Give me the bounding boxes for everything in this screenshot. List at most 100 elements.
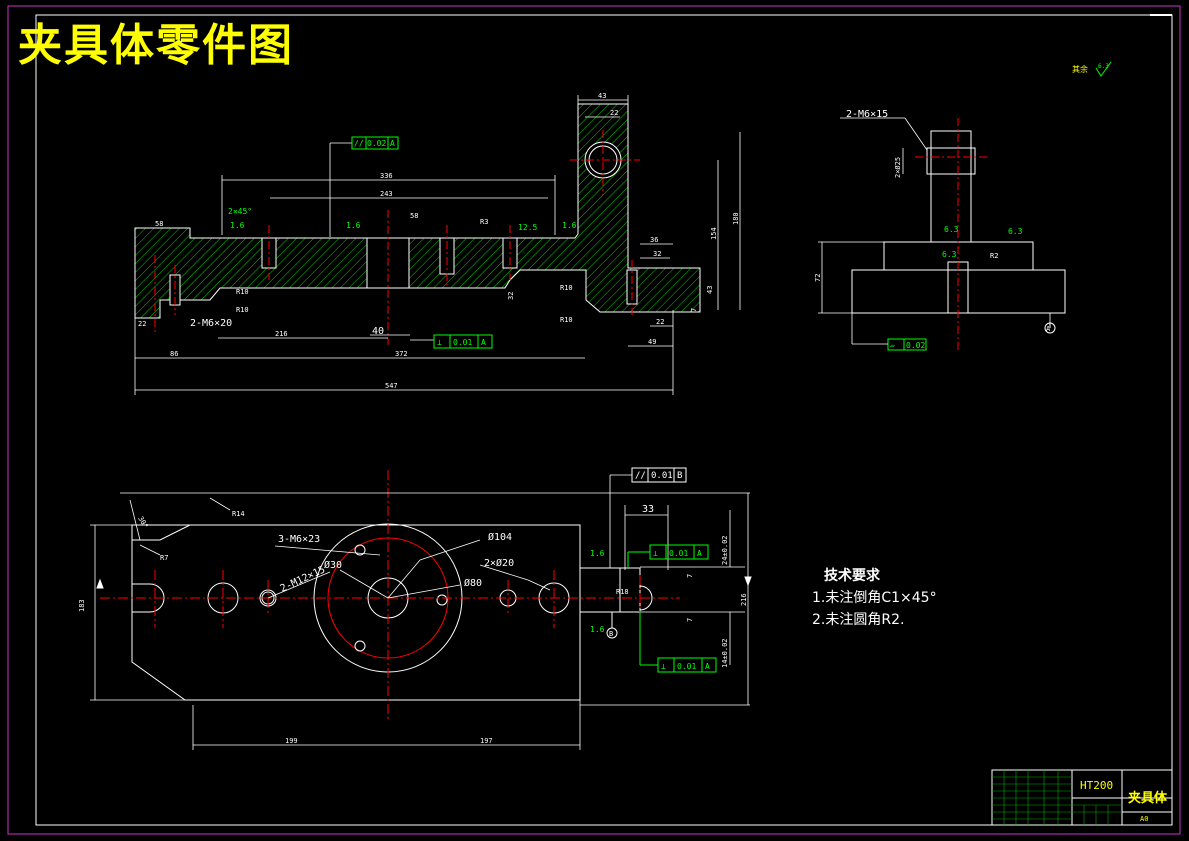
svg-text:⊥: ⊥ — [653, 549, 658, 558]
svg-text:▱: ▱ — [890, 341, 895, 350]
svg-text:49: 49 — [648, 338, 656, 346]
svg-text:A0: A0 — [1140, 815, 1148, 823]
svg-text:24±0.02: 24±0.02 — [721, 535, 729, 565]
svg-text:A: A — [697, 549, 702, 558]
title-block: HT200 夹具体 A0 — [991, 769, 1173, 826]
svg-text:R10: R10 — [236, 288, 249, 296]
svg-text:0.01: 0.01 — [453, 338, 472, 347]
svg-text:216: 216 — [275, 330, 288, 338]
svg-text:1.未注倒角C1×45°: 1.未注倒角C1×45° — [812, 590, 937, 606]
outer-border — [7, 5, 1181, 835]
svg-text:0.02: 0.02 — [906, 341, 925, 350]
svg-text:6.3: 6.3 — [1098, 63, 1109, 70]
svg-text:7: 7 — [690, 308, 698, 312]
svg-text:43: 43 — [706, 286, 714, 294]
svg-text:1.6: 1.6 — [590, 549, 605, 558]
svg-text:R14: R14 — [232, 510, 245, 518]
svg-text:40: 40 — [372, 326, 384, 337]
svg-text:86: 86 — [170, 350, 178, 358]
svg-text:183: 183 — [78, 599, 86, 612]
svg-text:216: 216 — [740, 593, 748, 606]
svg-text:技术要求: 技术要求 — [824, 567, 881, 584]
gdt-top-perp-frame-2: ⊥ 0.01 A — [639, 612, 717, 673]
svg-text:R10: R10 — [560, 316, 573, 324]
svg-text:197: 197 — [480, 737, 493, 745]
svg-text:7: 7 — [686, 574, 694, 578]
svg-text:22: 22 — [656, 318, 664, 326]
svg-text:14±0.02: 14±0.02 — [721, 638, 729, 668]
svg-text:1.6: 1.6 — [590, 625, 605, 634]
svg-text:199: 199 — [285, 737, 298, 745]
svg-text:22: 22 — [610, 109, 618, 117]
svg-text:547: 547 — [385, 382, 398, 390]
svg-text:22: 22 — [138, 320, 146, 328]
svg-text:180: 180 — [732, 212, 740, 225]
svg-text:⊥: ⊥ — [437, 338, 442, 347]
svg-text:372: 372 — [395, 350, 408, 358]
gdt-parallel-frame: // 0.02 A — [329, 136, 399, 237]
gdt-flatness-frame: ▱ 0.02 — [852, 338, 927, 351]
svg-text:32: 32 — [507, 292, 515, 300]
svg-text:2-M6×15: 2-M6×15 — [846, 109, 888, 120]
svg-text:⊥: ⊥ — [661, 662, 666, 671]
svg-text:A: A — [705, 662, 710, 671]
svg-text:R2: R2 — [990, 252, 998, 260]
datum-a-symbol: A — [1044, 322, 1056, 334]
svg-text:6.3: 6.3 — [1008, 227, 1023, 236]
svg-text:1.6: 1.6 — [346, 221, 361, 230]
drawing-title: 夹具体零件图 — [18, 20, 294, 71]
svg-text:R7: R7 — [160, 554, 168, 562]
svg-text:243: 243 — [380, 190, 393, 198]
svg-text:2.未注圆角R2.: 2.未注圆角R2. — [812, 612, 904, 628]
svg-text:6.3: 6.3 — [942, 250, 957, 259]
svg-text:0.01: 0.01 — [677, 662, 696, 671]
svg-text:夹具体: 夹具体 — [1128, 790, 1168, 806]
svg-text:2-M12×15: 2-M12×15 — [279, 564, 327, 594]
svg-text:12.5: 12.5 — [518, 223, 537, 232]
svg-text:72: 72 — [814, 274, 822, 282]
gdt-top-parallel-frame: // 0.01 B — [609, 467, 687, 568]
svg-text:A: A — [481, 338, 486, 347]
technical-requirements: 技术要求 1.未注倒角C1×45° 2.未注圆角R2. — [812, 567, 937, 628]
svg-text:1.6: 1.6 — [562, 221, 577, 230]
svg-text://: // — [635, 471, 646, 481]
svg-text:HT200: HT200 — [1080, 779, 1113, 792]
svg-text:Ø104: Ø104 — [488, 531, 512, 543]
front-section-body — [134, 103, 701, 319]
svg-text:1.6: 1.6 — [230, 221, 245, 230]
svg-text:R18: R18 — [616, 588, 629, 596]
svg-text:0.01: 0.01 — [669, 549, 688, 558]
svg-text:7: 7 — [686, 618, 694, 622]
svg-text:0.01: 0.01 — [651, 471, 673, 481]
front-view: 336 243 58 58 547 86 372 216 43 22 154 1… — [134, 92, 741, 395]
general-roughness-symbol: 其余 6.3 — [1072, 61, 1112, 77]
gdt-perpendicular-frame: ⊥ 0.01 A — [410, 334, 493, 349]
svg-text:154: 154 — [710, 227, 718, 240]
svg-text:43: 43 — [598, 92, 606, 100]
svg-text:B: B — [677, 471, 682, 481]
svg-text:R10: R10 — [236, 306, 249, 314]
gdt-top-perp-frame-1: ⊥ 0.01 A — [627, 544, 709, 568]
svg-text:33: 33 — [642, 504, 654, 515]
svg-text:R3: R3 — [480, 218, 488, 226]
svg-text:58: 58 — [410, 212, 418, 220]
svg-text:3-M6×23: 3-M6×23 — [278, 534, 320, 545]
inner-border — [35, 14, 1173, 826]
svg-text:58: 58 — [155, 220, 163, 228]
svg-text:其余: 其余 — [1072, 64, 1088, 74]
svg-text:2×Ø20: 2×Ø20 — [484, 557, 514, 569]
svg-text:2×Ø25: 2×Ø25 — [894, 157, 902, 178]
svg-text:R10: R10 — [560, 284, 573, 292]
svg-text:6.3: 6.3 — [944, 225, 959, 234]
top-view: 183 199 197 33 216 24±0.02 14±0.02 7 7 Ø… — [78, 467, 752, 750]
svg-text://: // — [354, 139, 364, 148]
svg-text:336: 336 — [380, 172, 393, 180]
svg-text:A: A — [1046, 325, 1051, 333]
svg-text:A: A — [390, 139, 395, 148]
svg-text:36: 36 — [650, 236, 658, 244]
svg-text:32: 32 — [653, 250, 661, 258]
svg-text:0.02: 0.02 — [367, 139, 386, 148]
side-view: 2-M6×15 2×Ø25 72 R2 6.3 6.3 6.3 ▱ 0.02 A — [814, 109, 1066, 351]
